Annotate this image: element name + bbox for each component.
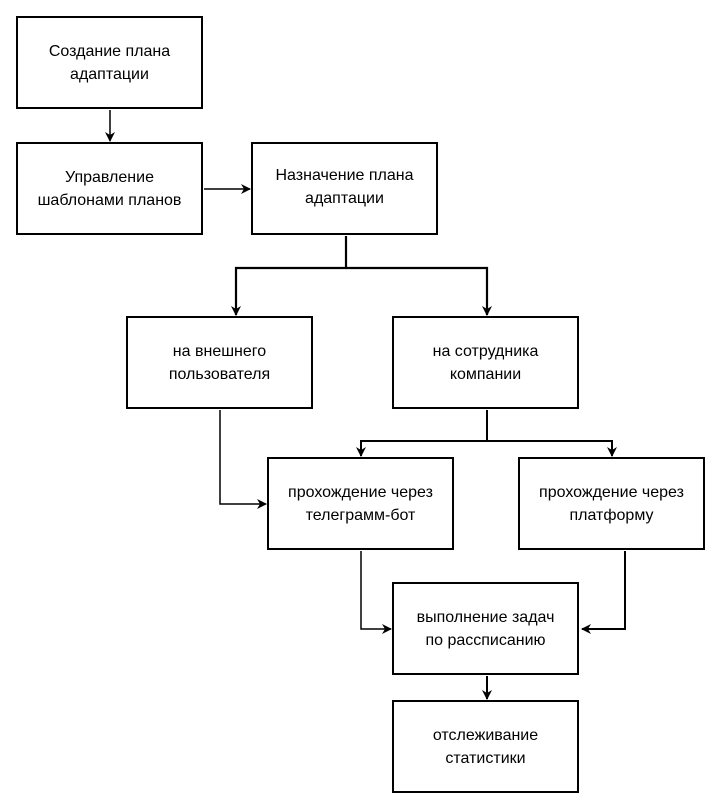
node-label: выполнение задач — [416, 608, 555, 626]
node-label: Назначение плана — [275, 167, 414, 184]
node-statistics: отслеживание статистики — [392, 700, 579, 793]
node-label: по рассписанию — [425, 631, 546, 649]
node-manage-templates: Управление шаблонами планов — [16, 142, 203, 235]
node-label: платформу — [569, 506, 654, 524]
edge-assign-to-external — [231, 236, 348, 316]
node-create-plan: Создание плана адаптации — [16, 16, 203, 109]
node-label: шаблонами планов — [37, 191, 182, 209]
node-label: статистики — [445, 749, 526, 767]
node-label: адаптации — [305, 190, 384, 207]
node-label: прохождение через — [539, 483, 684, 501]
node-label: компании — [449, 365, 522, 383]
node-label: на внешнего — [172, 342, 267, 360]
node-platform: прохождение через платформу — [518, 457, 705, 550]
node-scheduled-tasks: выполнение задач по рассписанию — [392, 582, 579, 675]
edge-employee-to-platform — [487, 440, 617, 457]
node-label: телеграмм-бот — [305, 506, 416, 524]
node-label: на сотрудника — [432, 342, 539, 360]
node-label: отслеживание — [432, 726, 539, 744]
node-label: пользователя — [168, 365, 271, 383]
node-label: прохождение через — [288, 483, 433, 501]
node-employee: на сотрудника компании — [392, 316, 579, 409]
node-label: адаптации — [70, 65, 149, 83]
node-label: Создание плана — [48, 42, 171, 60]
node-telegram-bot: прохождение через телеграмм-бот — [267, 457, 454, 550]
node-label: Управление — [65, 168, 154, 186]
edge-telegram-to-tasks — [360, 551, 392, 634]
edge-employee-to-telegram — [356, 410, 488, 457]
edge-assign-to-employee — [346, 266, 492, 316]
node-external-user: на внешнего пользователя — [126, 316, 313, 409]
edge-external-to-telegram — [219, 410, 267, 509]
edge-platform-to-tasks — [581, 551, 626, 634]
node-assign-plan: Назначение плана адаптации — [251, 142, 438, 235]
